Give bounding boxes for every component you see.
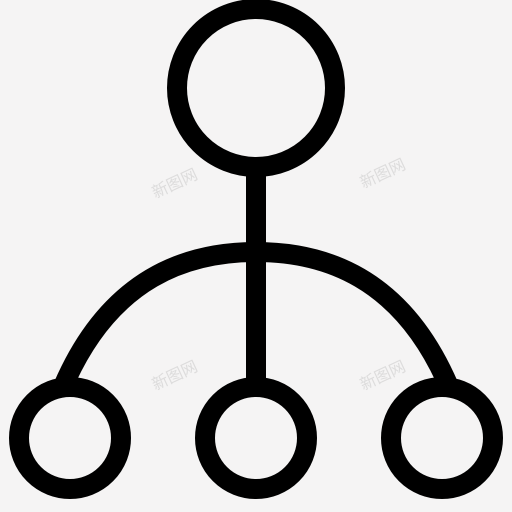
bottom-center-node-circle	[195, 377, 317, 499]
top-node-circle	[167, 0, 345, 177]
bottom-right-node-circle	[381, 377, 503, 499]
arc-connector	[52, 241, 460, 393]
bottom-left-node-circle	[9, 377, 131, 499]
